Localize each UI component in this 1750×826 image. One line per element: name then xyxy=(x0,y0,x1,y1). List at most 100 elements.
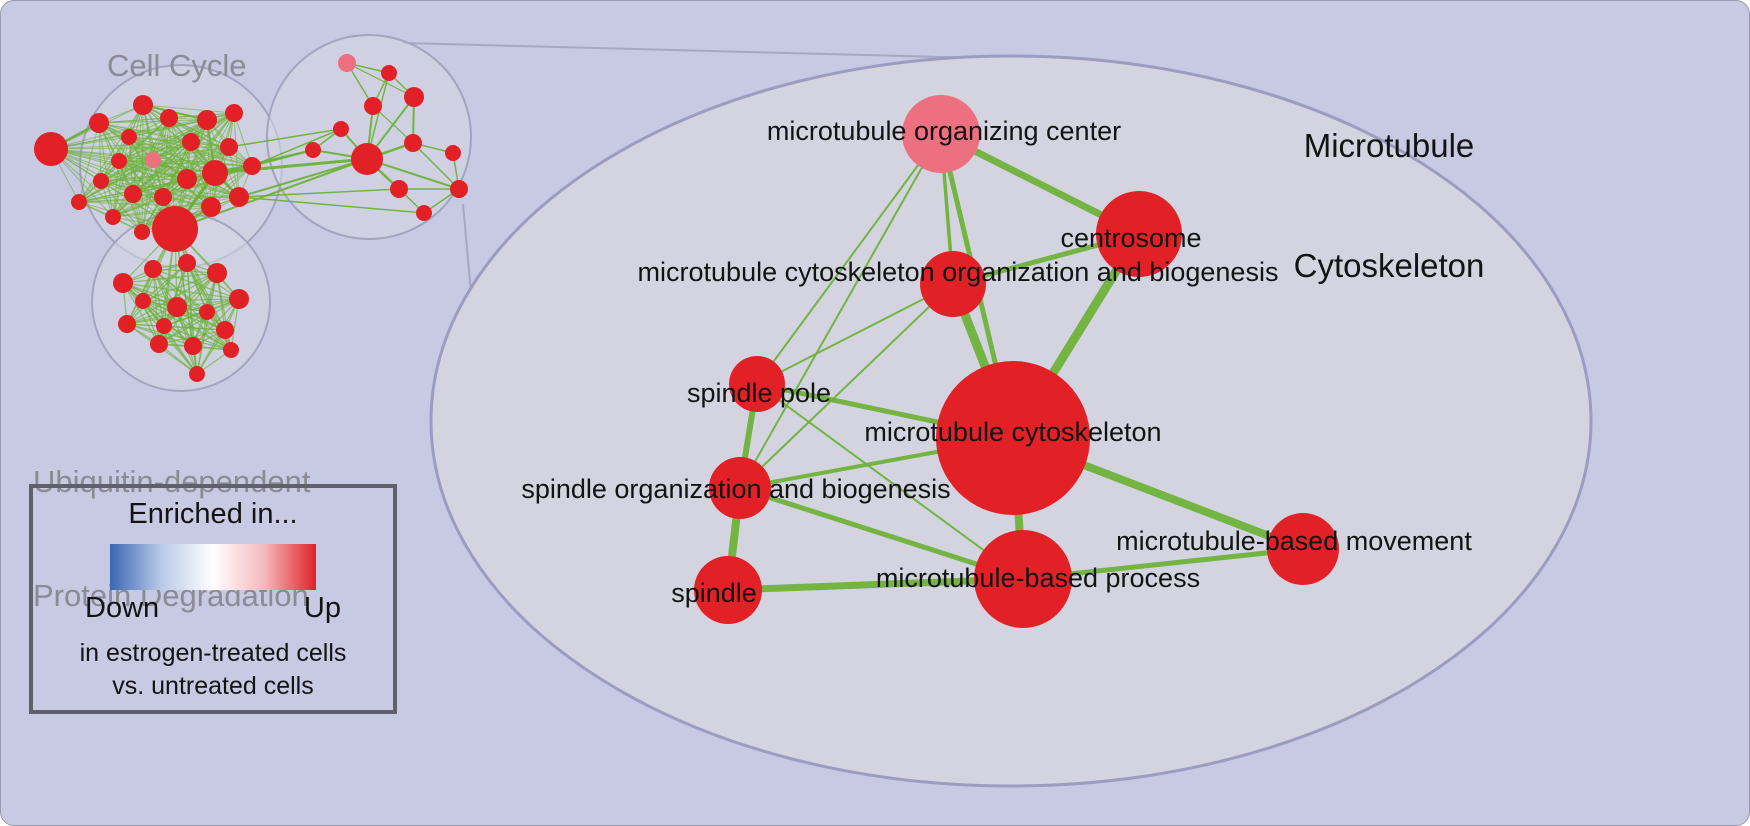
mt3-node[interactable] xyxy=(404,87,424,107)
network-edge xyxy=(100,119,208,182)
mt_cyto-node[interactable] xyxy=(936,361,1090,515)
moc-node[interactable] xyxy=(902,95,980,173)
spindle-node[interactable] xyxy=(694,556,762,624)
mt_move-node[interactable] xyxy=(1267,513,1339,585)
spindle_org-node[interactable] xyxy=(709,457,771,519)
network-edge xyxy=(152,146,230,161)
mt11-node[interactable] xyxy=(416,205,432,221)
network-edge xyxy=(141,117,170,233)
network-edge xyxy=(372,105,414,144)
ub5-node[interactable] xyxy=(229,289,249,309)
network-edge xyxy=(251,128,342,167)
network-edge xyxy=(756,133,942,385)
network-edge xyxy=(126,262,188,325)
ub8-node[interactable] xyxy=(150,335,168,353)
cc8-node[interactable] xyxy=(182,133,200,151)
network-edge xyxy=(737,485,1026,582)
spindle_pole-node[interactable] xyxy=(729,356,785,412)
cc1-node[interactable] xyxy=(34,132,68,166)
ub13-node[interactable] xyxy=(156,318,172,334)
cc18-node[interactable] xyxy=(93,173,109,189)
cc22-node[interactable] xyxy=(201,197,221,217)
ub12-node[interactable] xyxy=(135,293,151,309)
ub4-node[interactable] xyxy=(207,263,227,283)
cc7-node[interactable] xyxy=(145,152,161,168)
cc14-node[interactable] xyxy=(229,187,249,207)
cc19-node[interactable] xyxy=(71,194,87,210)
network-edge xyxy=(228,128,342,148)
centrosome-node[interactable] xyxy=(1096,191,1182,277)
ub14-node[interactable] xyxy=(223,342,239,358)
network-edge xyxy=(132,112,235,195)
network-edge xyxy=(724,575,1027,594)
network-edge xyxy=(78,122,100,203)
ub3-node[interactable] xyxy=(178,254,196,272)
moc-label: microtubule organizing center xyxy=(767,116,1121,146)
cc12-node[interactable] xyxy=(243,157,261,175)
legend-box: Enriched in... Down Up in estrogen-treat… xyxy=(29,484,397,714)
ub9-node[interactable] xyxy=(118,315,136,333)
mt9-node[interactable] xyxy=(450,180,468,198)
ub10-node[interactable] xyxy=(167,297,187,317)
mt6-node[interactable] xyxy=(351,143,383,175)
network-edge xyxy=(412,142,460,190)
mt10-node[interactable] xyxy=(390,180,408,198)
network-edge xyxy=(78,136,130,203)
cc17-node[interactable] xyxy=(124,185,142,203)
network-edge xyxy=(196,311,208,375)
network-edge xyxy=(238,188,400,198)
cc13-node[interactable] xyxy=(202,160,228,186)
network-edge xyxy=(756,383,1024,580)
cc15-node[interactable] xyxy=(177,169,197,189)
ub6-node[interactable] xyxy=(216,321,234,339)
legend-subtitle-line2: vs. untreated cells xyxy=(112,672,314,700)
cc10-node[interactable] xyxy=(225,104,243,122)
cc9-node[interactable] xyxy=(197,110,217,130)
cc2-node[interactable] xyxy=(89,113,109,133)
ub11-node[interactable] xyxy=(199,304,215,320)
mt_proc-label: microtubule-based process xyxy=(876,563,1200,593)
network-edge xyxy=(163,325,198,375)
mt8-node[interactable] xyxy=(445,145,461,161)
network-edge xyxy=(142,262,188,302)
cc3-node[interactable] xyxy=(111,153,127,169)
network-edge xyxy=(196,298,240,375)
mt4-node[interactable] xyxy=(364,97,382,115)
network-edge xyxy=(78,196,164,203)
legend-extremes: Down Up xyxy=(85,592,341,625)
ub7-node[interactable] xyxy=(184,337,202,355)
network-edge xyxy=(192,298,240,347)
mt_proc-node[interactable] xyxy=(974,530,1072,628)
cc4-node[interactable] xyxy=(133,95,153,115)
legend-down-label: Down xyxy=(85,592,160,624)
mt2-node[interactable] xyxy=(381,65,397,81)
ub15-node[interactable] xyxy=(189,366,205,382)
cc23-node[interactable] xyxy=(134,224,150,240)
mt1-node[interactable] xyxy=(338,54,356,72)
network-edge xyxy=(132,193,212,208)
network-edge xyxy=(100,172,216,182)
ub1-node[interactable] xyxy=(113,273,133,293)
ub2-node[interactable] xyxy=(144,260,162,278)
legend-title: Enriched in... xyxy=(128,498,298,530)
mt7-node[interactable] xyxy=(404,134,422,152)
cc11-node[interactable] xyxy=(220,138,238,156)
mt_cyto-label: microtubule cytoskeleton xyxy=(864,417,1161,447)
cc21-node[interactable] xyxy=(152,206,198,252)
zoom-network: microtubule organizing centercentrosomem… xyxy=(521,95,1472,628)
microtubule-cytoskeleton-title: Microtubule Cytoskeleton xyxy=(1259,46,1519,366)
network-edge xyxy=(233,112,253,167)
cc6-node[interactable] xyxy=(121,129,137,145)
cc5-node[interactable] xyxy=(160,109,178,127)
mco-node[interactable] xyxy=(920,251,986,317)
network-edge xyxy=(346,62,415,98)
network-edge xyxy=(238,158,368,198)
network-edge xyxy=(100,180,143,233)
network-edge xyxy=(251,149,314,167)
cc20-node[interactable] xyxy=(105,209,121,225)
mt5-node[interactable] xyxy=(333,121,349,137)
mt12-node[interactable] xyxy=(305,142,321,158)
legend-gradient-bar xyxy=(110,544,316,590)
cc16-node[interactable] xyxy=(154,188,172,206)
